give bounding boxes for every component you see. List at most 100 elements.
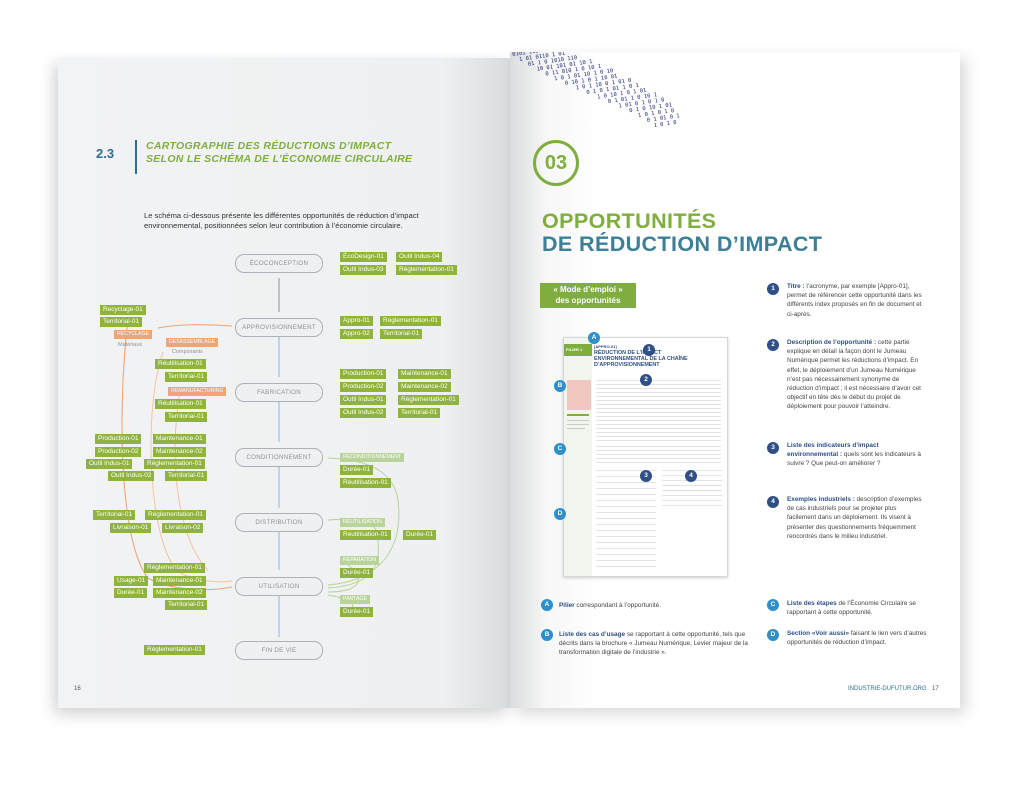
- marker-3: 3: [640, 470, 652, 482]
- tag: Réutilisation-01: [340, 530, 391, 540]
- mode-emploi-box: « Mode d’emploi » des opportunités: [540, 283, 636, 308]
- stage-approvisionnement: APPROVISIONNEMENT: [235, 318, 323, 337]
- stage-conditionnement: CONDITIONNEMENT: [235, 448, 323, 467]
- tag: Réutilisation-01: [155, 359, 206, 369]
- item-a-badge: A: [541, 599, 553, 611]
- tag: Outil Indus-01: [340, 395, 387, 405]
- item-3-badge: 3: [767, 442, 779, 454]
- item-2-title: Description de l’opportunité :: [787, 339, 877, 346]
- item-b-text: Liste des cas d’usage se rapportant à ce…: [559, 630, 749, 658]
- stage-fin-de-vie: FIN DE VIE: [235, 641, 323, 660]
- thumbnail-sidebar: [564, 338, 592, 576]
- tag: Outil Indus-02: [340, 408, 387, 418]
- loop-label-desassemblage: DÉSASSEMBLAGE: [166, 338, 219, 347]
- tag: Appro-02: [340, 329, 373, 339]
- tag: Outil Indus-04: [396, 252, 443, 262]
- loop-label-reconditionnement: RECONDITIONNEMENT: [340, 453, 405, 462]
- tag: Production-01: [95, 434, 142, 444]
- item-d-text: Section «Voir aussi» faisant le lien ver…: [787, 629, 927, 647]
- tag: Outil Indus-03: [340, 265, 387, 275]
- thumbnail-text-block: [596, 470, 656, 570]
- tag: Réglementation-01: [145, 510, 206, 520]
- loop-label-partage: PARTAGE: [340, 595, 370, 604]
- item-a-body: correspondant à l’opportunité.: [576, 602, 661, 609]
- item-d-body: faisant le lien vers d’autres opportunit…: [787, 630, 927, 647]
- tag: Territorial-01: [165, 600, 208, 610]
- tag: Durée-01: [403, 530, 437, 540]
- tag: Réutilisation-01: [340, 478, 391, 488]
- loop-label-reparation: RÉPARATION: [340, 556, 379, 565]
- tag: Maintenance-01: [153, 434, 206, 444]
- tag: Réglementation-01: [144, 459, 205, 469]
- item-1-badge: 1: [767, 283, 779, 295]
- item-4-text: Exemples industriels : description d’exe…: [787, 495, 927, 541]
- tag: Outil Indus-01: [86, 459, 133, 469]
- loop-label-recyclage: RECYCLAGE: [114, 330, 152, 339]
- item-c-body: de l’Économie Circulaire se rapportant à…: [787, 600, 916, 617]
- chapter-title-line2: DE RÉDUCTION D’IMPACT: [542, 232, 823, 256]
- tag: Production-02: [95, 447, 142, 457]
- item-3-title: Liste des indicateurs d’impact environne…: [787, 442, 879, 459]
- right-page-number: 17: [932, 686, 939, 692]
- section-number: 2.3: [96, 146, 115, 161]
- tag: Recyclage-01: [100, 305, 146, 315]
- tag: Territorial-01: [100, 317, 143, 327]
- thumbnail-rule: [567, 424, 589, 425]
- item-2-text: Description de l’opportunité : cette par…: [787, 338, 927, 412]
- stage-ecoconception: ÉCOCONCEPTION: [235, 254, 323, 273]
- thumbnail-rule: [567, 414, 589, 416]
- marker-4: 4: [685, 470, 697, 482]
- marker-a: A: [588, 332, 600, 344]
- tag: Durée-01: [114, 588, 148, 598]
- thumbnail-code: [APPRO-01]: [594, 344, 617, 349]
- section-title: CARTOGRAPHIE DES RÉDUCTIONS D’IMPACT SEL…: [146, 140, 412, 166]
- stage-distribution: DISTRIBUTION: [235, 513, 323, 532]
- tag: Durée-01: [340, 465, 374, 475]
- stage-utilisation: UTILISATION: [235, 577, 323, 596]
- item-d-badge: D: [767, 629, 779, 641]
- tag: Réglementation-01: [144, 645, 205, 655]
- mode-line1: « Mode d’emploi »: [553, 285, 623, 294]
- tag: Réglementation-01: [380, 316, 441, 326]
- tag: ÉcoDesign-01: [340, 252, 387, 262]
- loop-sub-materiaux: Matériaux: [118, 342, 143, 348]
- section-divider: [135, 140, 137, 174]
- item-1-body: l’acronyme, par exemple [Appro-01], perm…: [787, 283, 922, 318]
- left-page-number: 16: [74, 686, 81, 692]
- tag: Usage-01: [114, 576, 149, 586]
- item-d-title: Section «Voir aussi»: [787, 630, 850, 637]
- item-3-body: quels sont les indicateurs à suivre ? Qu…: [787, 451, 921, 468]
- marker-d: D: [554, 508, 566, 520]
- section-title-line1: CARTOGRAPHIE DES RÉDUCTIONS D’IMPACT: [146, 140, 392, 152]
- thumbnail-text-block: [596, 446, 721, 466]
- thumbnail-rule: [567, 428, 585, 429]
- tag: Maintenance-02: [398, 382, 451, 392]
- tag: Territorial-01: [165, 471, 208, 481]
- tag: Territorial-01: [165, 372, 208, 382]
- tag: Territorial-01: [398, 408, 441, 418]
- loop-label-remanufacturing: REMANUFACTURING: [168, 387, 227, 396]
- tag: Territorial-01: [93, 510, 136, 520]
- tag: Outil Indus-02: [108, 471, 155, 481]
- footer-url: INDUSTRIE-DUFUTUR.ORG: [848, 686, 927, 692]
- item-1-title: Titre :: [787, 283, 805, 290]
- tag: Durée-01: [340, 607, 374, 617]
- tag: Production-02: [340, 382, 387, 392]
- tag: Maintenance-02: [153, 447, 206, 457]
- tag: Réglementation-01: [144, 563, 205, 573]
- tag: Appro-01: [340, 316, 373, 326]
- item-b-badge: B: [541, 629, 553, 641]
- marker-c: C: [554, 443, 566, 455]
- item-c-text: Liste des étapes de l’Économie Circulair…: [787, 599, 927, 617]
- mode-line2: des opportunités: [555, 296, 621, 305]
- tag: Réutilisation-01: [155, 399, 206, 409]
- loop-sub-composants: Composants: [172, 349, 203, 355]
- tag: Réglementation-01: [396, 265, 457, 275]
- loop-label-reutilisation: RÉUTILISATION: [340, 518, 385, 527]
- item-3-text: Liste des indicateurs d’impact environne…: [787, 441, 927, 469]
- item-4-body: description d’exemples de cas industriel…: [787, 496, 922, 540]
- tag: Territorial-01: [165, 412, 208, 422]
- thumbnail-text-block: [596, 380, 721, 442]
- item-4-title: Exemples industriels :: [787, 496, 855, 503]
- item-1-text: Titre : l’acronyme, par exemple [Appro-0…: [787, 282, 927, 319]
